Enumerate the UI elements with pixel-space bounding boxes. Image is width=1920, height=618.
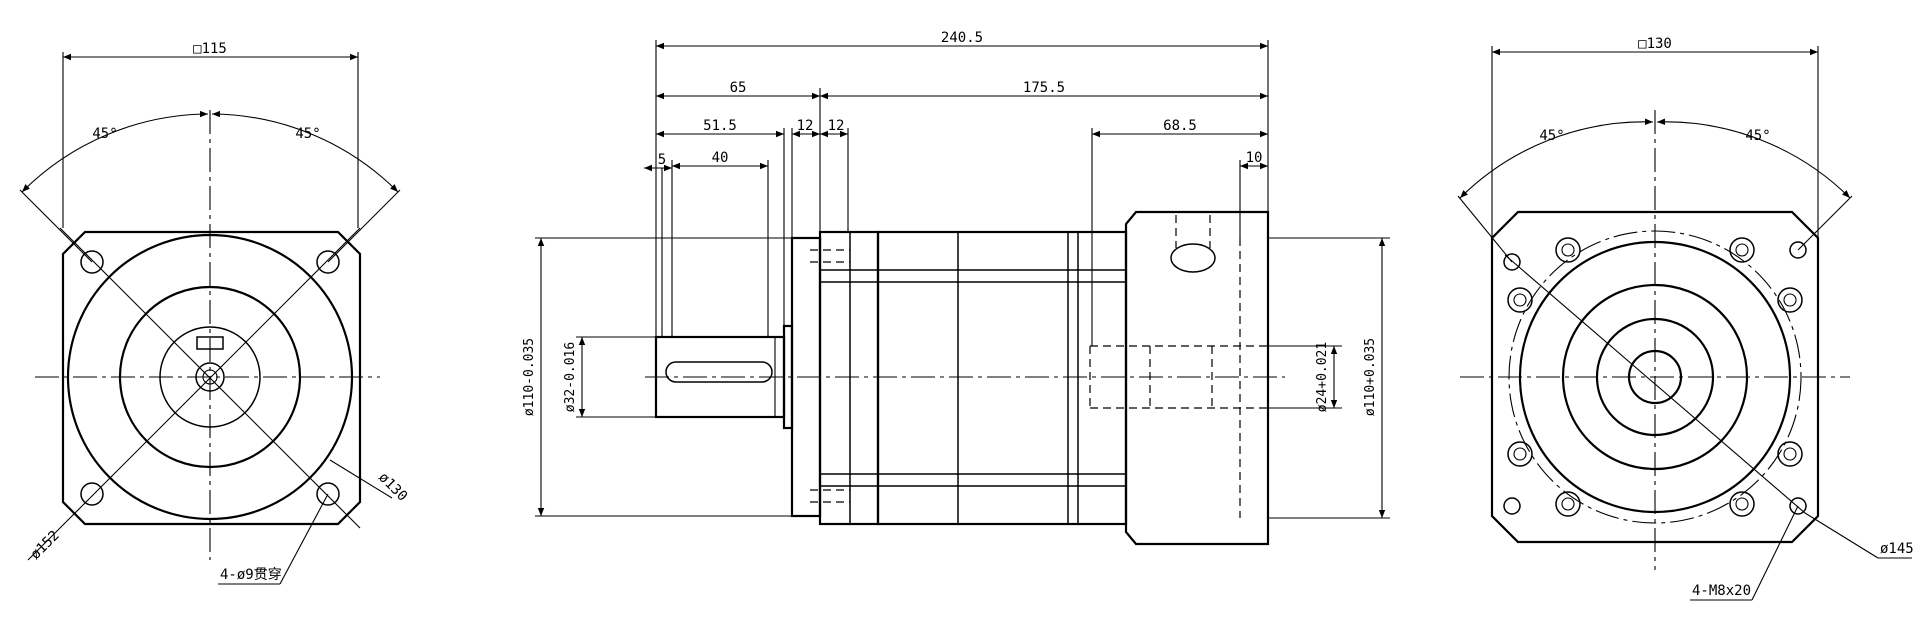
front-angle-left: 45° [92,126,117,142]
dim-shaft-offset: 5 [658,152,666,168]
front-angle-right: 45° [295,126,320,142]
dim-overall-length: 240.5 [941,30,983,46]
rear-corner-hole [1789,497,1807,515]
front-diagonal-dim: ø152 [28,528,63,563]
rear-angle-left: 45° [1539,128,1564,144]
dim-input-spigot: ø110+0.035 [1363,338,1378,416]
dim-input-flange: 10 [1246,150,1263,166]
dim-outer-diameter: ø110-0.035 [522,338,537,416]
rear-corner-hole [1789,241,1807,259]
front-flange-outline [61,230,362,526]
dim-input-depth: 68.5 [1163,118,1197,134]
front-holes-note: 4-ø9贯穿 [220,567,282,583]
rear-angle-right: 45° [1745,128,1770,144]
rear-corner-hole [1503,253,1521,271]
dim-body-length: 175.5 [1023,80,1065,96]
rear-flange-outline [1490,210,1820,544]
side-view: 240.5 65 175.5 51.5 12 12 5 40 68.5 10 ø… [522,30,1390,546]
rear-view: □130 45° 45° ø145 4-M8x20 [1457,36,1914,601]
mount-hole [80,250,104,274]
dim-input-bore: ø24+0.021 [1315,342,1330,412]
dim-key-length: 40 [712,150,729,166]
mount-hole [80,482,104,506]
rear-corner-hole [1503,497,1521,515]
dim-flange-2: 12 [828,118,845,134]
front-view: □115 45° 45° ø152 ø130 4-ø9贯穿 [19,41,410,585]
rear-bolt-bosses [1507,237,1803,517]
rear-threads-note: 4-M8x20 [1692,583,1751,599]
dim-shaft-diameter: ø32-0.016 [563,342,578,412]
front-square-dim: □115 [193,41,227,57]
dim-flange-1: 12 [797,118,814,134]
dim-output-length: 65 [730,80,747,96]
dim-shaft-length: 51.5 [703,118,737,134]
mount-hole [316,482,340,506]
rear-square-dim: □130 [1638,36,1672,52]
mount-hole [316,250,340,274]
front-pcd-dim: ø130 [375,470,410,505]
input-housing [1124,210,1270,546]
rear-pcd-dim: ø145 [1880,541,1914,557]
gearbox-body [818,230,880,526]
